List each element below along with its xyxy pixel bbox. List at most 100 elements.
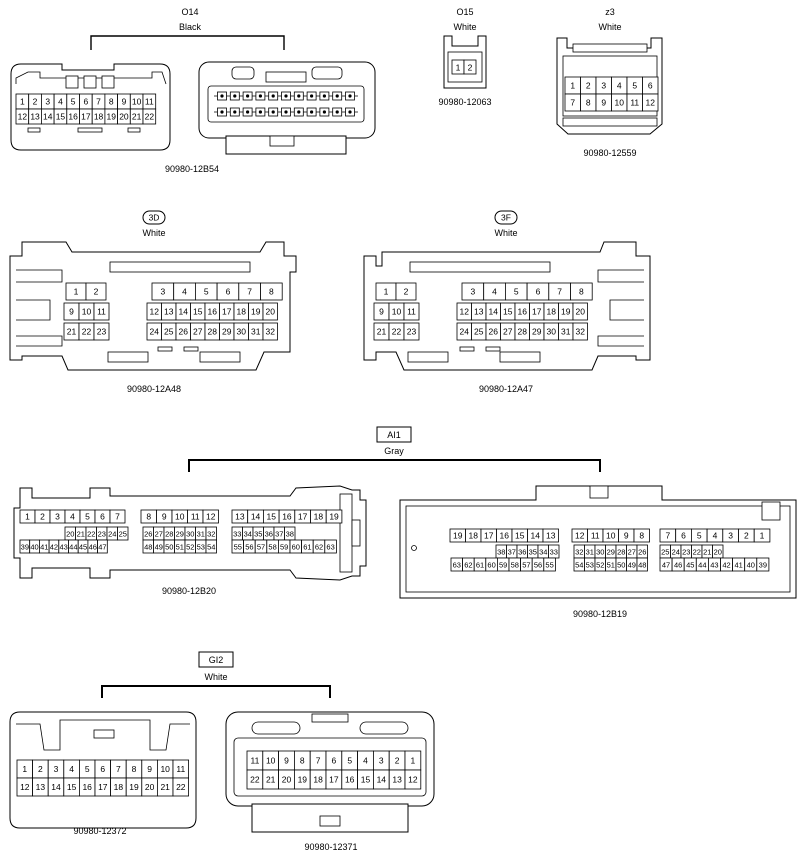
pin-number: 3 xyxy=(160,287,165,297)
pin-cell xyxy=(753,528,771,543)
ai1-code-box xyxy=(376,426,412,443)
pin-number: 9 xyxy=(284,756,289,766)
pin-number: 7 xyxy=(665,531,670,541)
pin-number: 18 xyxy=(94,112,104,122)
pin-number: 52 xyxy=(186,543,194,552)
pin-number: 28 xyxy=(617,548,625,557)
pin-number: 1 xyxy=(760,531,765,541)
pin-number: 55 xyxy=(234,543,242,552)
pin-number: 61 xyxy=(476,561,484,570)
pin-number: 17 xyxy=(298,512,308,522)
pin-number: 14 xyxy=(51,782,61,792)
pin-number: 20 xyxy=(714,548,722,557)
pin-number: 29 xyxy=(607,548,615,557)
pin-number: 62 xyxy=(464,561,472,570)
pin-number: 6 xyxy=(226,287,231,297)
pin-number: 47 xyxy=(98,543,106,552)
pin-cell xyxy=(572,302,588,321)
pin-number: 19 xyxy=(251,307,261,317)
male-pin-dot xyxy=(297,110,301,114)
pin-number: 24 xyxy=(672,548,680,557)
connector-12063: 1 2 xyxy=(443,35,487,89)
pin-cell xyxy=(542,528,559,543)
pin-number: 31 xyxy=(251,327,261,337)
pin-number: 21 xyxy=(132,112,142,122)
pin-number: 38 xyxy=(497,548,505,557)
pin-cell xyxy=(85,282,107,301)
gi2-color: White xyxy=(204,672,227,682)
pin-number: 34 xyxy=(539,548,547,557)
o14-color: Black xyxy=(179,22,202,32)
male-pin-dot xyxy=(271,110,275,114)
pin-number: 51 xyxy=(607,561,615,570)
pin-cell xyxy=(172,777,190,797)
pin-number: 50 xyxy=(617,561,625,570)
pin-number: 13 xyxy=(392,775,402,785)
pin-number: 2 xyxy=(33,97,38,107)
pin-number: 16 xyxy=(500,531,510,541)
o15-color: White xyxy=(453,22,476,32)
male-pin-dot xyxy=(297,94,301,98)
male-pin-dot xyxy=(335,110,339,114)
pin-cell xyxy=(404,769,422,790)
pin-number: 6 xyxy=(83,97,88,107)
pin-number: 14 xyxy=(489,307,499,317)
pin-number: 20 xyxy=(119,112,129,122)
pin-number: 10 xyxy=(160,764,170,774)
pin-number: 18 xyxy=(114,782,124,792)
pin-number: 54 xyxy=(207,543,215,552)
pin-number: 5 xyxy=(632,81,637,91)
pin-number: 16 xyxy=(68,112,78,122)
pin-cell xyxy=(572,322,588,341)
pin-number: 34 xyxy=(244,530,252,539)
pin-number: 4 xyxy=(617,81,622,91)
pin-number: 13 xyxy=(235,512,245,522)
pin-number: 1 xyxy=(25,512,30,522)
pin-number: 55 xyxy=(545,561,553,570)
pin-number: 4 xyxy=(713,531,718,541)
pin-number: 48 xyxy=(638,561,646,570)
pin-number: 38 xyxy=(286,530,294,539)
pin-number: 19 xyxy=(561,307,571,317)
pin-number: 43 xyxy=(59,543,67,552)
pin-number: 60 xyxy=(487,561,495,570)
pin-number: 30 xyxy=(596,548,604,557)
pin-number: 13 xyxy=(474,307,484,317)
pin-number: 56 xyxy=(245,543,253,552)
pin-number: 3 xyxy=(54,764,59,774)
pin-number: 40 xyxy=(747,561,755,570)
o15-pin-2: 2 xyxy=(468,63,473,73)
pin-number: 49 xyxy=(628,561,636,570)
pin-number: 20 xyxy=(145,782,155,792)
pin-number: 6 xyxy=(536,287,541,297)
pin-number: 37 xyxy=(508,548,516,557)
pin-number: 18 xyxy=(547,307,557,317)
pin-number: 27 xyxy=(193,327,203,337)
pin-number: 9 xyxy=(379,307,384,317)
pin-number: 27 xyxy=(628,548,636,557)
pin-number: 13 xyxy=(164,307,174,317)
pin-number: 36 xyxy=(265,530,273,539)
pin-number: 5 xyxy=(204,287,209,297)
pin-number: 6 xyxy=(100,764,105,774)
pin-number: 57 xyxy=(257,543,265,552)
pin-number: 14 xyxy=(531,531,541,541)
o14-code: O14 xyxy=(181,7,198,17)
pin-number: 16 xyxy=(282,512,292,522)
male-pin-dot xyxy=(310,94,314,98)
pin-number: 6 xyxy=(332,756,337,766)
pin-number: 62 xyxy=(315,543,323,552)
pin-number: 3 xyxy=(728,531,733,541)
pin-number: 22 xyxy=(693,548,701,557)
pin-number: 8 xyxy=(132,764,137,774)
pin-number: 47 xyxy=(662,561,670,570)
pin-number: 50 xyxy=(165,543,173,552)
gi2-code: GI2 xyxy=(209,655,224,665)
pin-number: 2 xyxy=(40,512,45,522)
pin-number: 22 xyxy=(82,327,92,337)
pin-cell xyxy=(260,282,283,301)
pin-number: 42 xyxy=(722,561,730,570)
